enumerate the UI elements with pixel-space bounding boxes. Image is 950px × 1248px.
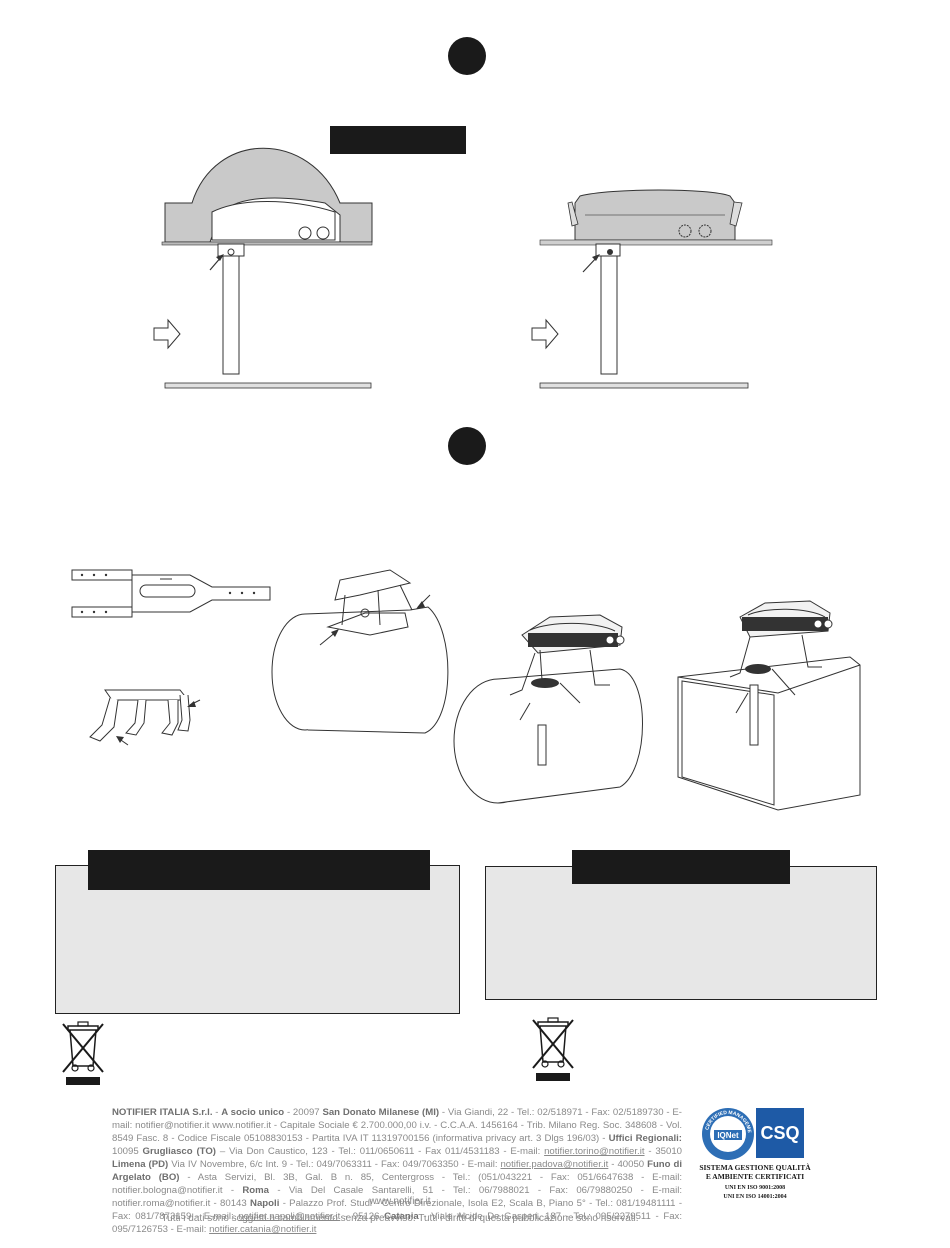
weee-bin-icon <box>62 1021 104 1085</box>
cylinder-duct-detector <box>453 614 643 804</box>
installation-diagram-middle <box>71 569 861 811</box>
bent-bracket-drawing <box>89 689 201 746</box>
info-panel-right <box>485 866 877 1000</box>
label-bar-top <box>330 126 466 154</box>
iqnet-logo: CERTIFIED MANAGEMENT SYSTEM IQNet <box>700 1106 754 1160</box>
office6-zip: - 95126 <box>344 1211 380 1222</box>
cert-line1: SISTEMA GESTIONE QUALITÀ <box>699 1163 811 1172</box>
office1-city: Grugliasco (TO) <box>142 1146 216 1157</box>
box-duct-detector <box>677 600 861 811</box>
website-link[interactable]: www.notifier.it <box>369 1196 431 1207</box>
office1-email[interactable]: notifier.torino@notifier.it <box>544 1146 645 1157</box>
office3-details: - Asta Servizi, Bl. 3B, Gal. B n. 85, Ce… <box>112 1172 682 1196</box>
office1-zip: 10095 <box>112 1146 139 1157</box>
step-marker-2 <box>448 427 486 465</box>
office6-city: Catania <box>384 1211 419 1222</box>
office3-zip: - 40050 <box>611 1159 645 1170</box>
panel-right-header-bar <box>572 850 790 884</box>
installation-diagram-top <box>153 147 773 389</box>
cert-line2: E AMBIENTE CERTIFICATI <box>705 1172 805 1181</box>
panel-left-header-bar <box>88 850 430 890</box>
cert-line3: UNI EN ISO 9001:2008 <box>724 1185 786 1191</box>
arrow-right-icon <box>153 318 181 350</box>
office2-email[interactable]: notifier.padova@notifier.it <box>500 1159 609 1170</box>
office6-email[interactable]: notifier.catania@notifier.it <box>209 1224 317 1235</box>
cylinder-duct-bracket <box>271 569 449 734</box>
weee-bin-icon <box>532 1017 574 1081</box>
office5-email[interactable]: notifier.napoli@notifier.it <box>238 1211 341 1222</box>
flat-hood-assembly <box>531 189 773 389</box>
step-marker-1 <box>448 37 486 75</box>
office5-city: Napoli <box>250 1198 280 1209</box>
cert-line4: UNI EN ISO 14001:2004 <box>723 1194 787 1200</box>
footer-company-info: NOTIFIER ITALIA S.r.l. - A socio unico -… <box>112 1107 683 1235</box>
hq-details: - Via Giandi, 22 - Tel.: 02/518971 - Fax… <box>112 1107 682 1144</box>
office3-city: Funo di Argelato (BO) <box>112 1159 682 1183</box>
iqnet-label: IQNet <box>717 1131 739 1140</box>
office2-city: Limena (PD) <box>112 1159 169 1170</box>
office1-details: – Via Don Caustico, 123 - Tel.: 011/0650… <box>219 1146 541 1157</box>
arrow-right-icon <box>531 318 559 350</box>
office6-details: - Viale Alcide De Gasperi, 187 - Tel.: 0… <box>112 1211 682 1235</box>
hq-city: San Donato Milanese (MI) <box>322 1107 440 1118</box>
office5-details: - Palazzo Prof. Studi - Centro Direziona… <box>112 1198 683 1222</box>
certification-text: SISTEMA GESTIONE QUALITÀ E AMBIENTE CERT… <box>695 1163 815 1202</box>
disclaimer: Tutti i dati sono soggetti a cambiamento… <box>161 1213 639 1224</box>
office2-zip: - 35010 <box>648 1146 683 1157</box>
hq-lead: - 20097 <box>286 1107 320 1118</box>
csq-logo: CSQ <box>756 1108 804 1158</box>
office4-details: - Via Del Casale Santarelli, 51 - Tel.: … <box>112 1185 682 1209</box>
uffici-label: Uffici Regionali: <box>608 1133 682 1144</box>
office2-details: Via IV Novembre, 6/c Int. 9 - Tel.: 049/… <box>171 1159 498 1170</box>
company-name: NOTIFIER ITALIA S.r.l. <box>112 1107 213 1118</box>
socio-unico: A socio unico <box>221 1107 285 1118</box>
office4-city: Roma <box>242 1185 270 1196</box>
csq-label: CSQ <box>760 1123 800 1143</box>
arched-hood-assembly <box>153 147 373 389</box>
flat-bracket-drawing <box>71 569 271 618</box>
